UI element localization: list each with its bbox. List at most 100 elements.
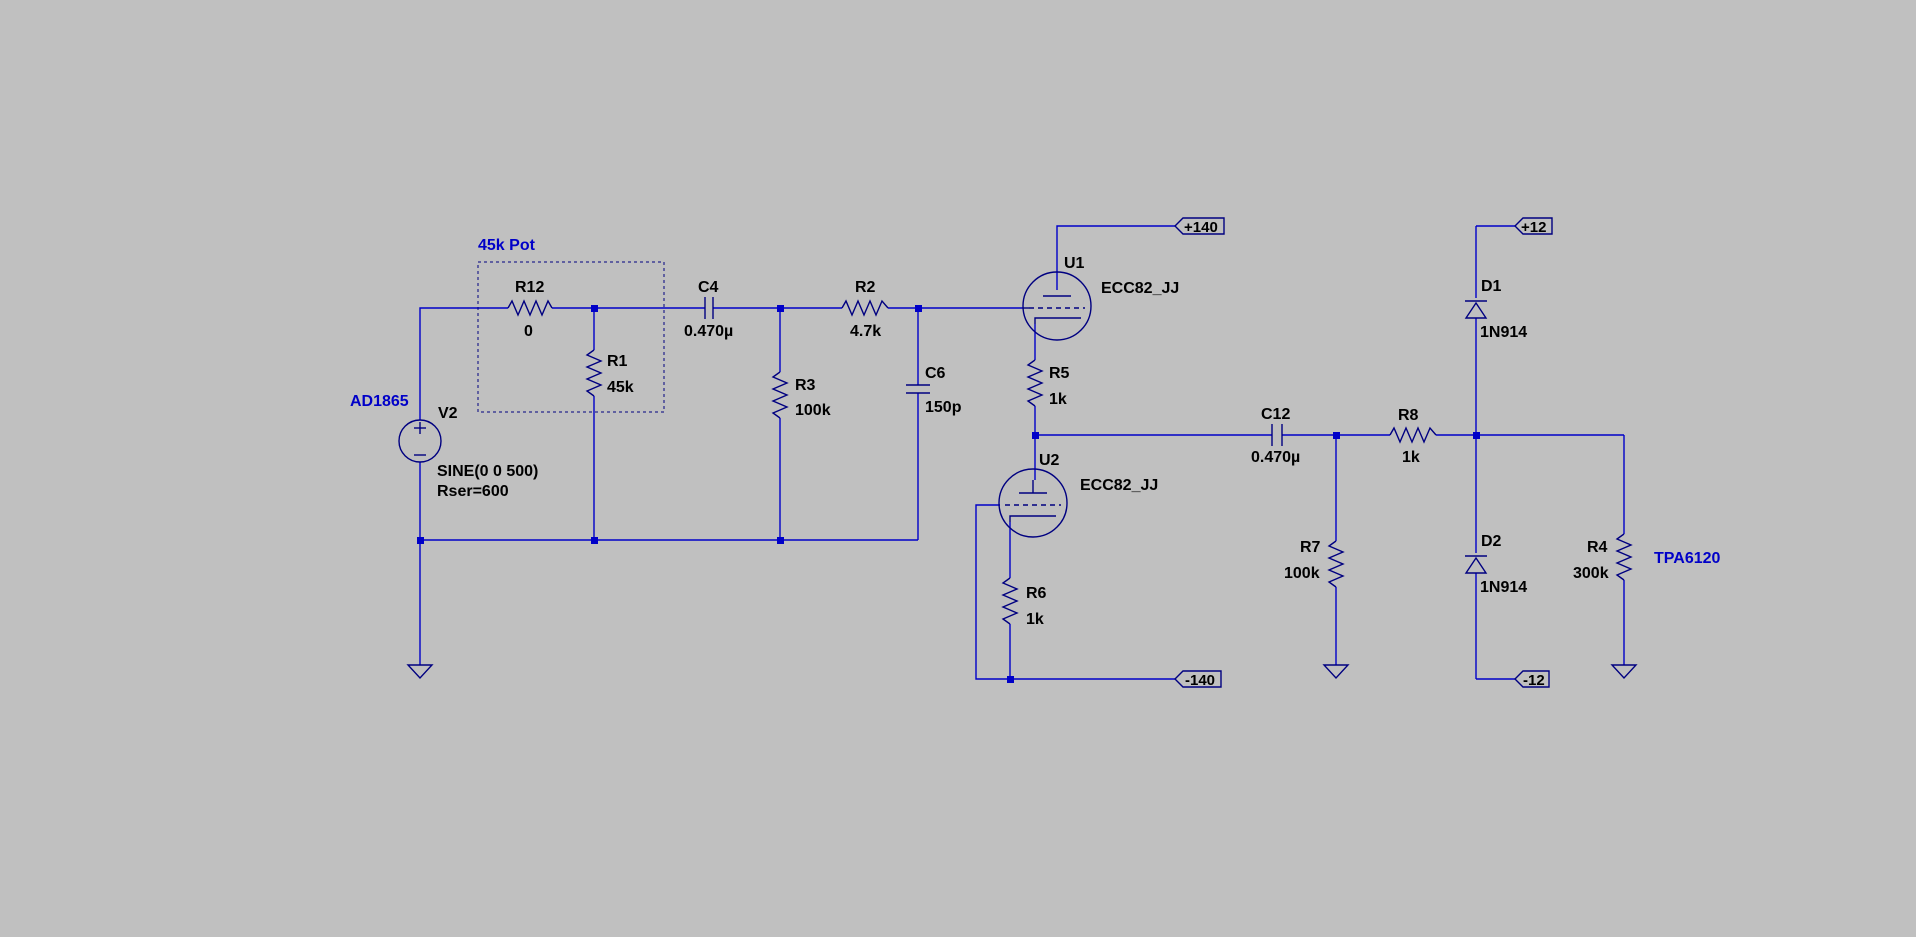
r1-resistor[interactable] [585,349,603,397]
r1-ref: R1 [607,353,628,370]
pot-label: 45k Pot [478,237,536,254]
v2-ref: V2 [438,405,458,422]
c6-value: 150p [925,399,962,416]
r2-resistor[interactable] [841,299,889,317]
r6-ref: R6 [1026,585,1047,602]
u2-triode[interactable] [998,468,1068,538]
net-flag-shape [1514,670,1550,688]
r4-resistor[interactable] [1615,533,1633,581]
wires [419,225,1625,680]
resistor-symbol [1327,540,1345,588]
net-flag-shape [1174,670,1222,688]
r3-resistor[interactable] [771,371,789,419]
wire-u2-grid-loop [975,504,1010,680]
d2-value: 1N914 [1480,579,1527,596]
u1-value: ECC82_JJ [1101,280,1179,297]
c12-value: 0.470µ [1251,449,1300,466]
junction-dot [1333,432,1340,439]
net-flag-shape [1174,217,1225,235]
flag-plus12-label: +12 [1521,219,1546,236]
c6-capacitor[interactable] [906,384,930,394]
r8-ref: R8 [1398,407,1419,424]
r6-resistor[interactable] [1001,577,1019,625]
resistor-symbol [585,349,603,397]
junction-dot [591,305,598,312]
tube-envelope [998,468,1068,538]
wire-src-top [419,307,508,420]
v2-value: SINE(0 0 500) [437,463,538,480]
diode-triangle [1464,556,1488,574]
flag-minus140[interactable]: -140 [1174,670,1222,689]
pot-dashed-box [477,261,665,413]
r1-value: 45k [607,379,634,396]
wire-u1-plate [1056,225,1175,290]
resistor-symbol [1389,426,1437,444]
r12-resistor[interactable] [507,299,553,317]
r2-ref: R2 [855,279,876,296]
r5-value: 1k [1049,391,1067,408]
flag-plus12[interactable]: +12 [1514,217,1553,236]
r8-value: 1k [1402,449,1420,466]
u2-ref: U2 [1039,452,1060,469]
source-circle [398,419,442,463]
resistor-symbol [1026,359,1044,407]
r2-value: 4.7k [850,323,881,340]
d1-value: 1N914 [1480,324,1527,341]
r3-ref: R3 [795,377,816,394]
tube-cathode [1034,317,1081,324]
c4-value: 0.470µ [684,323,733,340]
flag-plus140[interactable]: +140 [1174,217,1225,236]
junction-dot [777,305,784,312]
junction-dot [417,537,424,544]
c6-ref: C6 [925,365,946,382]
r5-resistor[interactable] [1026,359,1044,407]
u1-triode[interactable] [1022,271,1092,341]
d1-diode[interactable] [1464,300,1488,319]
ground-icon [1610,664,1638,680]
flag-minus12[interactable]: -12 [1514,670,1550,689]
r6-value: 1k [1026,611,1044,628]
net-flag-shape [1514,217,1553,235]
r7-ref: R7 [1300,539,1321,556]
r7-value: 100k [1284,565,1320,582]
junction-dot [915,305,922,312]
junction-dot [1473,432,1480,439]
u2-value: ECC82_JJ [1080,477,1158,494]
junction-dot [1032,432,1039,439]
r4-ref: R4 [1587,539,1608,556]
r12-value: 0 [524,323,533,340]
resistor-symbol [771,371,789,419]
tube-cathode [1009,515,1056,522]
junction-dot [591,537,598,544]
d2-diode[interactable] [1464,555,1488,574]
resistor-symbol [507,299,553,317]
resistor-symbol [1001,577,1019,625]
v2-rser: Rser=600 [437,483,509,500]
flag-plus140-label: +140 [1184,219,1218,236]
diode-triangle [1464,301,1488,319]
ground-icon [406,664,434,680]
r8-resistor[interactable] [1389,426,1437,444]
flag-minus140-label: -140 [1185,672,1215,689]
r12-ref: R12 [515,279,544,296]
junctions [417,305,1480,683]
c4-ref: C4 [698,279,719,296]
r4-value: 300k [1573,565,1609,582]
source-name-label: AD1865 [350,393,409,410]
load-name-label: TPA6120 [1654,550,1721,567]
c12-capacitor[interactable] [1271,424,1283,446]
c12-ref: C12 [1261,406,1290,423]
v2-sine-source[interactable] [398,419,442,463]
u1-ref: U1 [1064,255,1085,272]
tube-envelope [1022,271,1092,341]
r3-value: 100k [795,402,831,419]
junction-dot [1007,676,1014,683]
ground-icon [1322,664,1350,680]
c4-capacitor[interactable] [704,297,714,319]
resistor-symbol [1615,533,1633,581]
resistor-symbol [841,299,889,317]
r7-resistor[interactable] [1327,540,1345,588]
d2-ref: D2 [1481,533,1502,550]
junction-dot [777,537,784,544]
